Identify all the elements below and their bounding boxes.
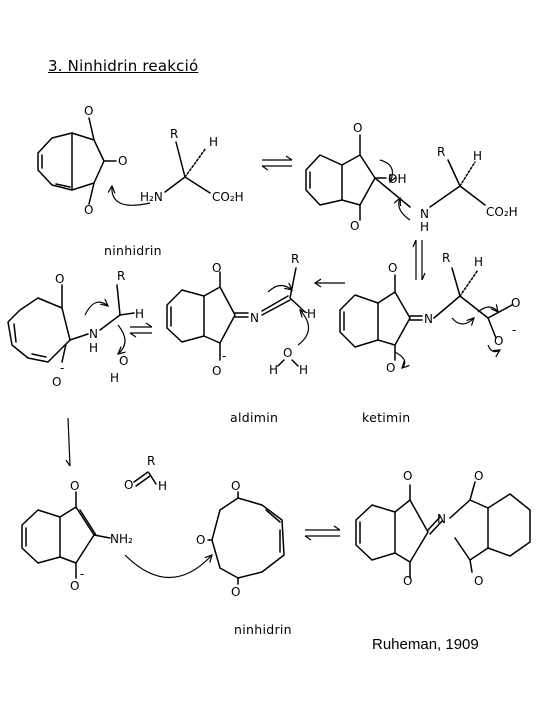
- ruhemann-purple-molecule: O O N O O: [355, 469, 531, 588]
- equilibrium-arrow-4: [304, 525, 341, 541]
- atom-o: O: [353, 121, 362, 135]
- aldimine-molecule: O O - N R H H O H: [166, 252, 316, 378]
- atom-n: N: [420, 207, 429, 221]
- ketimine-molecule: O O N R H O O -: [339, 251, 520, 375]
- equilibrium-arrow-3: [129, 322, 153, 338]
- charge-minus: -: [222, 349, 226, 363]
- charge-minus: -: [80, 567, 84, 581]
- atom-o: O: [511, 296, 520, 310]
- caption-ketimin: ketimin: [362, 410, 411, 425]
- atom-o: O: [474, 469, 483, 483]
- atom-n: N: [250, 311, 259, 325]
- atom-co2h: CO₂H: [486, 205, 518, 219]
- atom-h: H: [89, 341, 98, 355]
- atom-r: R: [147, 454, 155, 468]
- atom-h: H: [110, 371, 119, 385]
- curved-arrow: [394, 351, 405, 368]
- credit-text: Ruheman, 1909: [372, 636, 479, 653]
- atom-h: H: [299, 363, 308, 377]
- curved-arrow: [477, 307, 498, 312]
- enol-molecule: O O - N H R H O H: [7, 269, 144, 389]
- curved-arrow: [118, 324, 125, 354]
- ninhydrin-molecule-bottom: O O O: [196, 479, 285, 599]
- atom-o: O: [55, 272, 64, 286]
- amino-indanone-molecule: O O - NH₂: [21, 479, 133, 593]
- atom-h: H: [135, 307, 144, 321]
- amino-acid-molecule: R H H₂N CO₂H: [140, 127, 244, 204]
- atom-o: O: [196, 533, 205, 547]
- reaction-arrow-down: [65, 417, 71, 467]
- curved-arrow: [399, 198, 411, 221]
- atom-o: O: [84, 203, 93, 217]
- atom-o: O: [52, 375, 61, 389]
- equilibrium-arrow-1: [261, 155, 293, 171]
- caption-ninhidrin-bottom: ninhidrin: [234, 622, 292, 637]
- atom-h: H: [209, 135, 218, 149]
- page-title: 3. Ninhidrin reakció: [48, 57, 199, 75]
- atom-n: N: [437, 512, 446, 526]
- atom-h: H: [307, 307, 316, 321]
- atom-h: H: [269, 363, 278, 377]
- atom-o: O: [388, 261, 397, 275]
- atom-co2h: CO₂H: [212, 190, 244, 204]
- atom-o: O: [386, 361, 395, 375]
- atom-h: H: [474, 255, 483, 269]
- ninhydrin-molecule-top: O O O: [37, 104, 127, 217]
- atom-o: O: [474, 574, 483, 588]
- atom-o: O: [283, 346, 292, 360]
- charge-minus: -: [512, 323, 516, 337]
- atom-h: H: [473, 149, 482, 163]
- curved-arrow: [267, 285, 292, 293]
- atom-h2n: H₂N: [140, 190, 163, 204]
- atom-o: O: [70, 479, 79, 493]
- atom-r: R: [442, 251, 450, 265]
- atom-o: O: [212, 261, 221, 275]
- curved-arrow: [124, 555, 212, 578]
- atom-o: O: [231, 479, 240, 493]
- atom-o: O: [403, 574, 412, 588]
- atom-o: O: [84, 104, 93, 118]
- atom-r: R: [291, 252, 299, 266]
- curved-arrow: [112, 186, 151, 206]
- reaction-arrow-left: [313, 278, 345, 288]
- atom-o: O: [119, 354, 128, 368]
- caption-ninhidrin-top: ninhidrin: [104, 243, 162, 258]
- atom-h: H: [158, 479, 167, 493]
- atom-o: O: [212, 364, 221, 378]
- atom-r: R: [117, 269, 125, 283]
- atom-o: O: [403, 469, 412, 483]
- equilibrium-arrow-2: [412, 239, 426, 281]
- atom-o: O: [350, 219, 359, 233]
- atom-o: O: [494, 334, 503, 348]
- atom-o: O: [231, 585, 240, 599]
- charge-minus: -: [60, 361, 64, 375]
- curved-arrow: [487, 344, 500, 352]
- curved-arrow: [297, 310, 310, 346]
- aldehyde-molecule: R O H: [124, 454, 167, 493]
- atom-h: H: [420, 220, 429, 234]
- curved-arrow: [379, 159, 392, 182]
- atom-o: O: [118, 154, 127, 168]
- atom-o: O: [124, 478, 133, 492]
- atom-nh2: NH₂: [110, 532, 133, 546]
- atom-r: R: [170, 127, 178, 141]
- curved-arrow: [84, 302, 108, 316]
- curved-arrow: [451, 318, 474, 324]
- atom-n: N: [89, 327, 98, 341]
- atom-r: R: [437, 145, 445, 159]
- atom-n: N: [424, 312, 433, 326]
- adduct-molecule: O OH O N H R H CO₂H: [305, 121, 518, 234]
- atom-o: O: [70, 579, 79, 593]
- caption-aldimin: aldimin: [230, 410, 279, 425]
